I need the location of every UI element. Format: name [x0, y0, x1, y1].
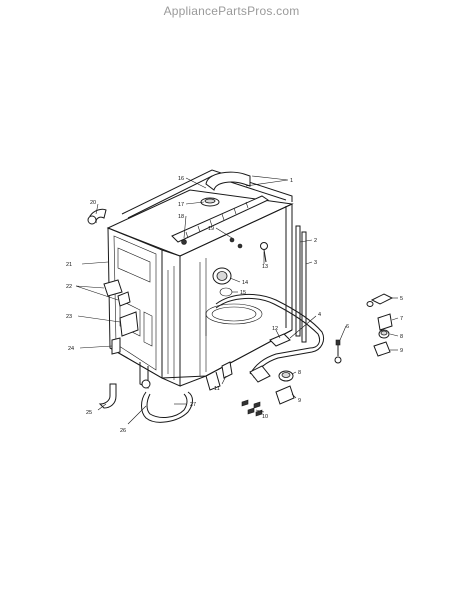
- watermark: AppliancePartsPros.com: [163, 4, 300, 18]
- callout-23: 23: [66, 314, 72, 320]
- callout-24: 24: [68, 346, 74, 352]
- callout-9-lower: 9: [298, 398, 301, 404]
- callout-10: 10: [262, 414, 268, 420]
- callout-14: 14: [242, 280, 248, 286]
- callout-8-lower: 8: [298, 370, 301, 376]
- callout-22: 22: [66, 284, 72, 290]
- callout-1: 1: [290, 178, 293, 184]
- callout-7: 7: [400, 316, 403, 322]
- callout-21: 21: [66, 262, 72, 268]
- callout-9: 9: [400, 348, 403, 354]
- water-tube: [215, 293, 325, 383]
- callout-19: 19: [208, 226, 214, 232]
- callout-2: 2: [314, 238, 317, 244]
- callout-13: 13: [262, 264, 268, 270]
- callout-5: 5: [400, 296, 403, 302]
- callout-25: 25: [86, 410, 92, 416]
- tub-frame: [106, 169, 307, 391]
- leader-lines: [75, 175, 399, 425]
- callout-3: 3: [314, 260, 317, 266]
- right-parts: [221, 293, 394, 417]
- callout-27: 27: [190, 402, 196, 408]
- callout-numbers: 1 2 3 4 5 6 7 8 9 10 11 12 13 14 15 16 1…: [66, 176, 403, 434]
- callout-18: 18: [178, 214, 184, 220]
- top-hose-assembly: [87, 171, 270, 249]
- callout-16: 16: [178, 176, 184, 182]
- center-parts: [212, 242, 268, 297]
- callout-6: 6: [346, 324, 349, 330]
- callout-11: 11: [214, 386, 220, 392]
- callout-8: 8: [400, 334, 403, 340]
- callout-26: 26: [120, 428, 126, 434]
- left-parts: [98, 279, 193, 423]
- callout-17: 17: [178, 202, 184, 208]
- callout-4: 4: [318, 312, 321, 318]
- callout-20: 20: [90, 200, 96, 206]
- callout-15: 15: [240, 290, 246, 296]
- callout-12: 12: [272, 326, 278, 332]
